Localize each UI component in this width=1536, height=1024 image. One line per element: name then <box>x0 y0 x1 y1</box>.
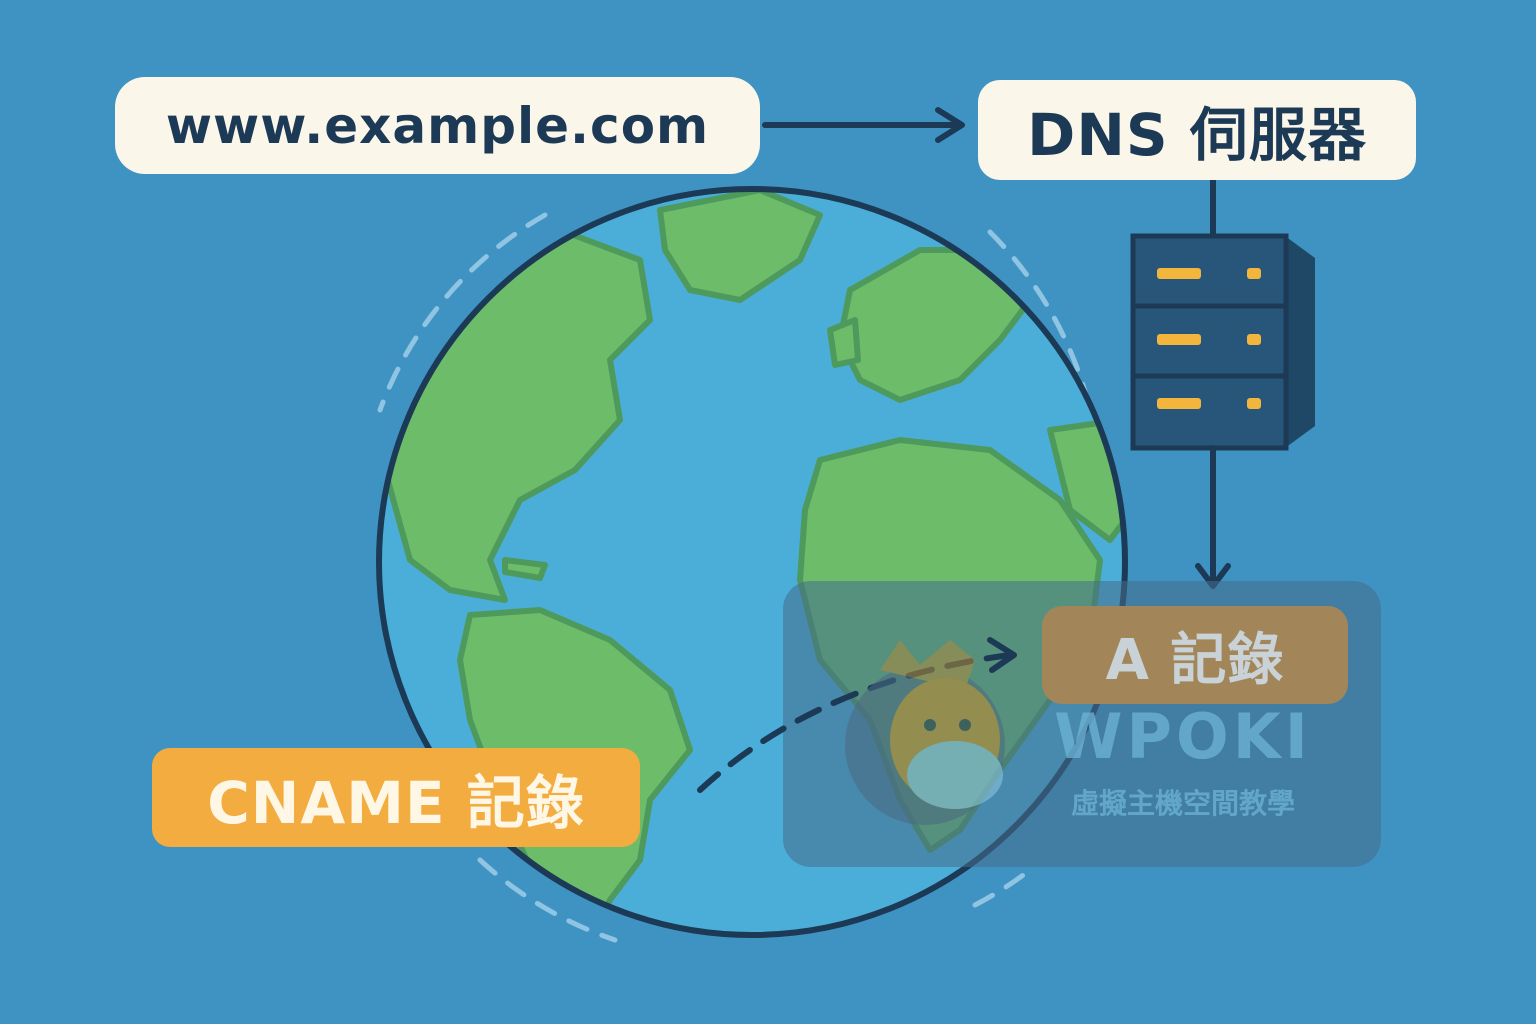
domain-label: www.example.com <box>115 77 760 174</box>
server-rack-icon <box>1130 233 1315 451</box>
deer-mascot-logo <box>845 640 1005 825</box>
watermark-brand: WPOKI <box>1054 700 1312 773</box>
cname-record-label: CNAME 記錄 <box>152 748 640 847</box>
watermark-tagline: 虛擬主機空間教學 <box>1070 787 1295 820</box>
dns-server-label: DNS 伺服器 <box>978 80 1416 180</box>
a-record-label: A 記錄 <box>1042 606 1348 704</box>
arrow-domain-to-dns <box>762 107 965 143</box>
